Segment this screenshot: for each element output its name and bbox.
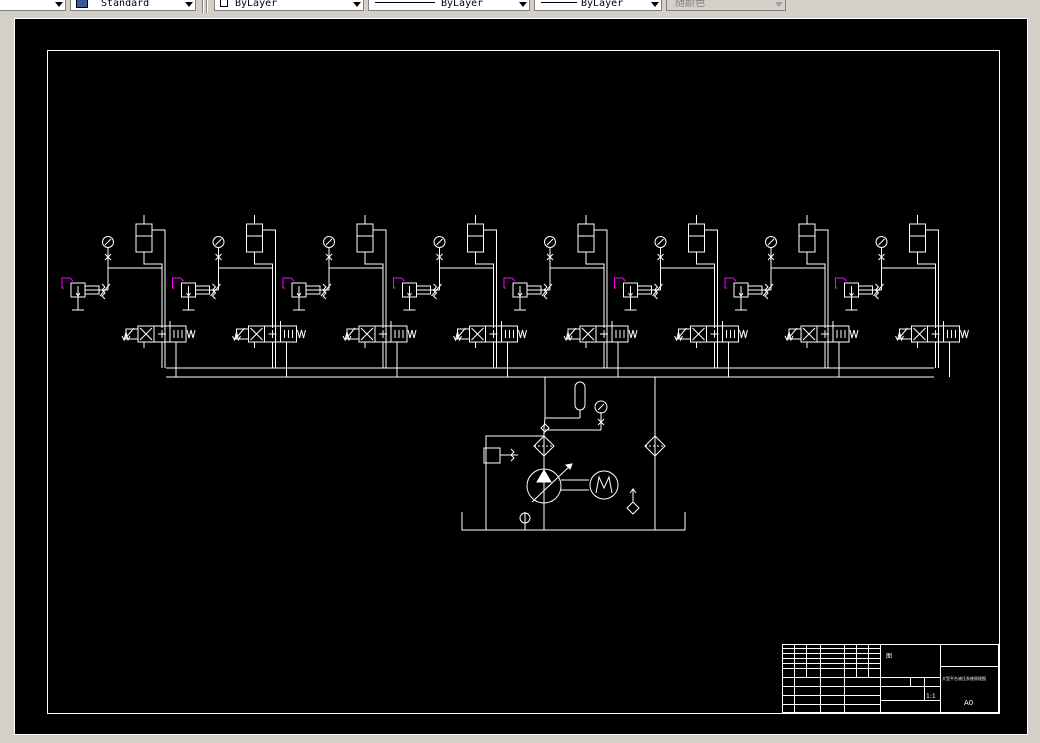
sheet-size: A0 xyxy=(964,699,973,707)
color-swatch-icon xyxy=(220,0,228,7)
pressure-gauge-icon xyxy=(594,400,608,414)
pilot-line-accent xyxy=(835,277,847,289)
valve-unit xyxy=(282,215,417,377)
linetype-sample xyxy=(375,2,435,3)
properties-toolbar: Standard ByLayer ByLayer ByLayer 随颜色 xyxy=(0,0,1040,13)
pressure-gauge-icon xyxy=(433,236,446,248)
pilot-line-accent xyxy=(282,277,295,289)
dimension-style-dropdown[interactable] xyxy=(0,0,66,11)
pressure-gauge-icon xyxy=(212,236,225,248)
heater-icon xyxy=(626,501,640,515)
color-control-dropdown[interactable]: ByLayer xyxy=(214,0,364,11)
valve-unit xyxy=(724,215,859,377)
filter-icon xyxy=(533,435,555,457)
motor-icon xyxy=(589,470,619,500)
lineweight-control-dropdown[interactable]: ByLayer xyxy=(534,0,662,11)
pressure-gauge-icon xyxy=(544,236,556,248)
valve-unit xyxy=(172,215,306,377)
pressure-line xyxy=(543,377,546,508)
cylinder-icon xyxy=(688,223,705,253)
tank-outline xyxy=(461,512,686,531)
chevron-down-icon xyxy=(519,2,527,7)
cylinder-icon xyxy=(577,223,595,253)
linetype-value: ByLayer xyxy=(441,0,484,9)
valve-unit xyxy=(393,215,527,377)
cylinder-icon xyxy=(798,223,816,253)
sheet-outer-border xyxy=(14,18,1028,735)
pilot-line-accent xyxy=(393,277,405,289)
lineweight-sample xyxy=(541,2,577,3)
text-style-dropdown[interactable]: Standard xyxy=(70,0,196,11)
valve-unit xyxy=(614,215,748,377)
cylinder-icon xyxy=(246,223,263,253)
cylinder-icon xyxy=(467,223,484,253)
linetype-control-dropdown[interactable]: ByLayer xyxy=(368,0,530,11)
valve-units xyxy=(61,215,969,377)
pump-icon xyxy=(526,468,562,504)
pressure-gauge-icon xyxy=(765,236,777,248)
hydraulic-schematic: 图 大型平台液压系统原理图 1:1 A0 xyxy=(14,18,1028,735)
chevron-down-icon xyxy=(185,2,193,7)
pressure-gauge-icon xyxy=(102,236,114,248)
plot-style-value: 随颜色 xyxy=(675,0,705,9)
chevron-down-icon xyxy=(651,2,659,7)
sheet-inner-frame xyxy=(47,50,1000,714)
text-style-icon xyxy=(76,0,88,8)
drawing-scale: 1:1 xyxy=(926,693,936,700)
pressure-gauge-icon xyxy=(875,236,888,248)
check-valve-icon xyxy=(540,423,550,433)
cylinder-icon xyxy=(909,223,926,253)
return-filter-icon xyxy=(644,435,666,457)
valve-unit xyxy=(503,215,638,377)
pilot-line-accent xyxy=(614,277,626,289)
text-style-value: Standard xyxy=(101,0,150,9)
chevron-down-icon xyxy=(775,2,783,7)
pilot-line-accent xyxy=(61,277,74,289)
vertical-scrollbar[interactable] xyxy=(1028,18,1040,735)
plot-style-dropdown[interactable]: 随颜色 xyxy=(666,0,786,11)
pilot-line-accent xyxy=(724,277,737,289)
lineweight-value: ByLayer xyxy=(581,0,624,9)
title-block xyxy=(782,644,999,713)
pilot-line-accent xyxy=(503,277,516,289)
pilot-line-accent xyxy=(172,277,184,289)
color-value: ByLayer xyxy=(235,0,278,9)
title-block-mark: 图 xyxy=(886,653,892,660)
chevron-down-icon xyxy=(353,2,361,7)
cylinder-icon xyxy=(356,223,374,253)
accumulator-icon xyxy=(574,381,586,411)
pressure-gauge-icon xyxy=(654,236,667,248)
valve-unit xyxy=(61,215,196,377)
drawing-canvas[interactable]: 图 大型平台液压系统原理图 1:1 A0 xyxy=(14,18,1028,735)
pump-station xyxy=(166,367,934,531)
valve-unit xyxy=(835,215,969,377)
cylinder-icon xyxy=(135,223,153,253)
drawing-title: 大型平台液压系统原理图 xyxy=(942,675,986,681)
pressure-gauge-icon xyxy=(323,236,335,248)
